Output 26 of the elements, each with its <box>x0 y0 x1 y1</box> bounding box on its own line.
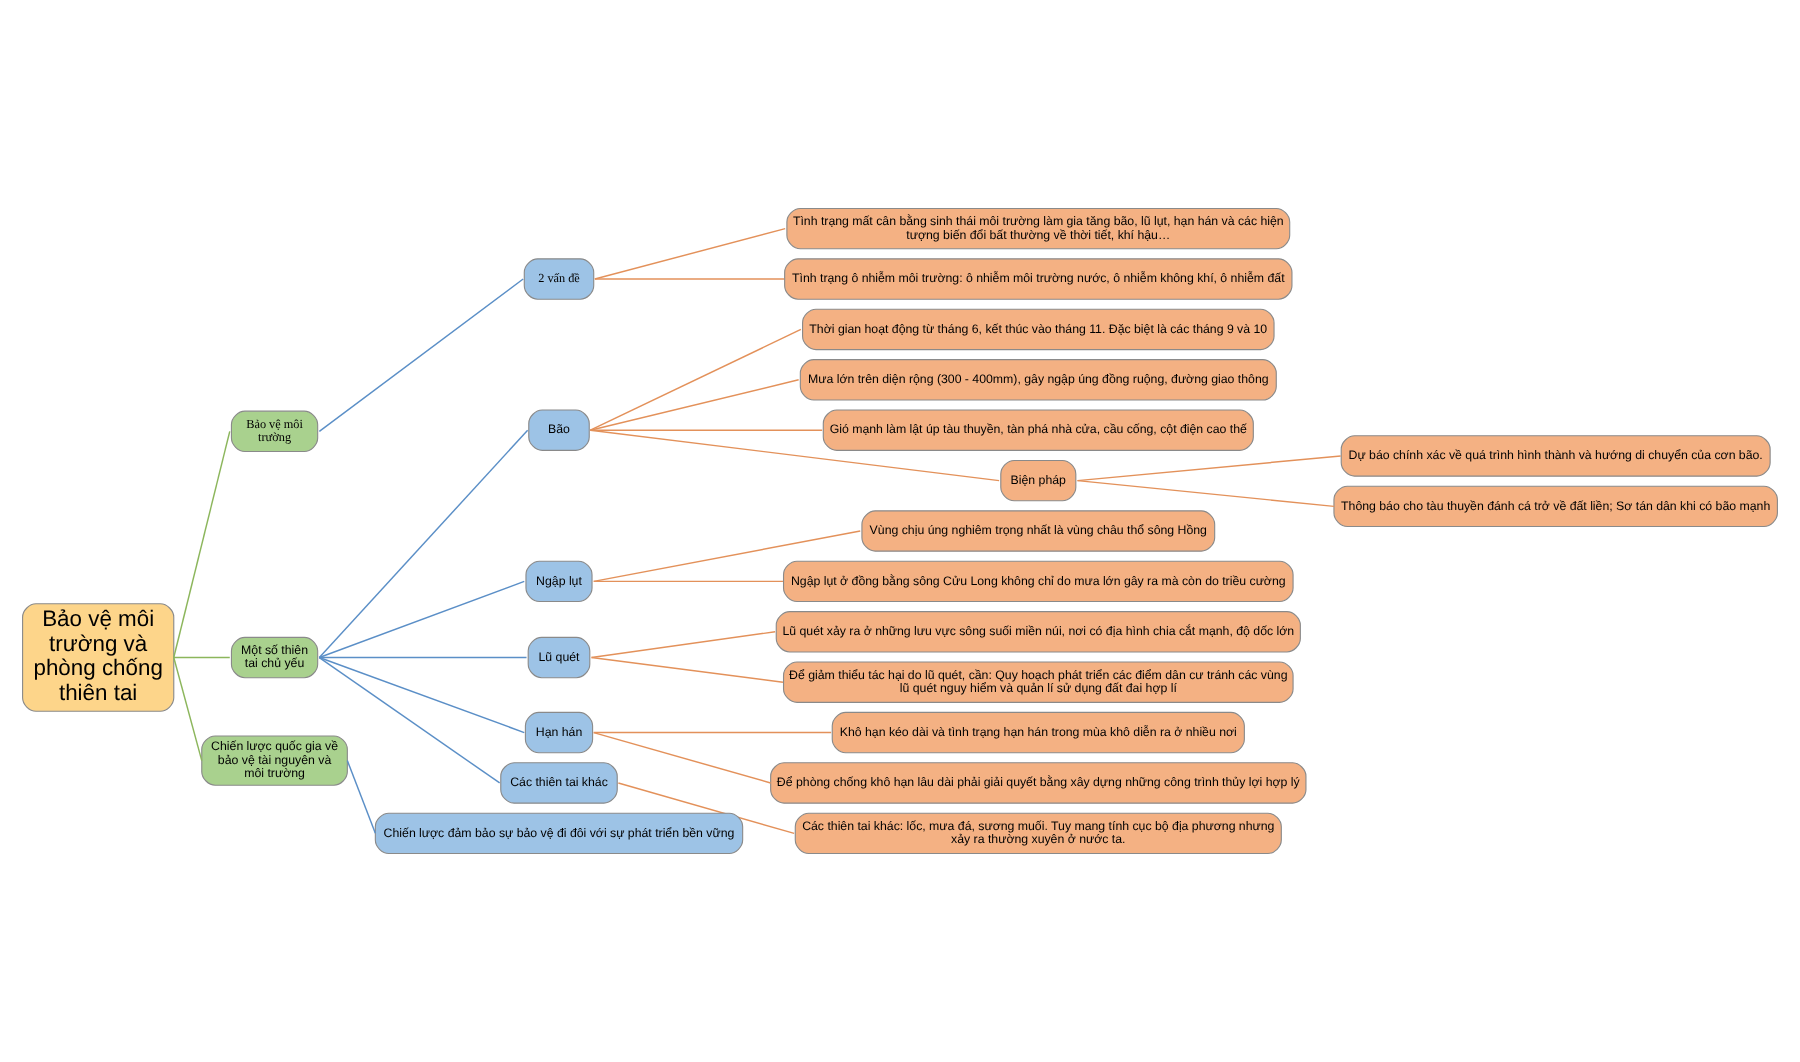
connector <box>318 580 525 659</box>
connector <box>173 656 203 762</box>
connector <box>318 656 528 659</box>
connector <box>589 429 1000 482</box>
connector <box>173 430 231 659</box>
connector <box>1076 455 1342 482</box>
connector <box>589 328 802 431</box>
connector <box>590 631 776 659</box>
connector <box>593 580 784 583</box>
connector <box>318 429 529 659</box>
connector <box>589 379 800 431</box>
connector <box>617 782 795 835</box>
connector <box>593 530 861 583</box>
connector <box>1076 479 1335 508</box>
connector <box>346 759 377 835</box>
connector <box>318 278 524 433</box>
connector <box>594 278 785 280</box>
connector <box>318 656 525 734</box>
connector <box>318 656 501 784</box>
connector <box>173 656 231 659</box>
connector <box>593 731 832 734</box>
connector <box>594 227 786 280</box>
node-box: Bảo vệ môi trường và phòng chống thiên tai <box>22 603 175 712</box>
connector <box>589 429 823 431</box>
connector <box>590 656 784 683</box>
connector <box>593 731 772 784</box>
